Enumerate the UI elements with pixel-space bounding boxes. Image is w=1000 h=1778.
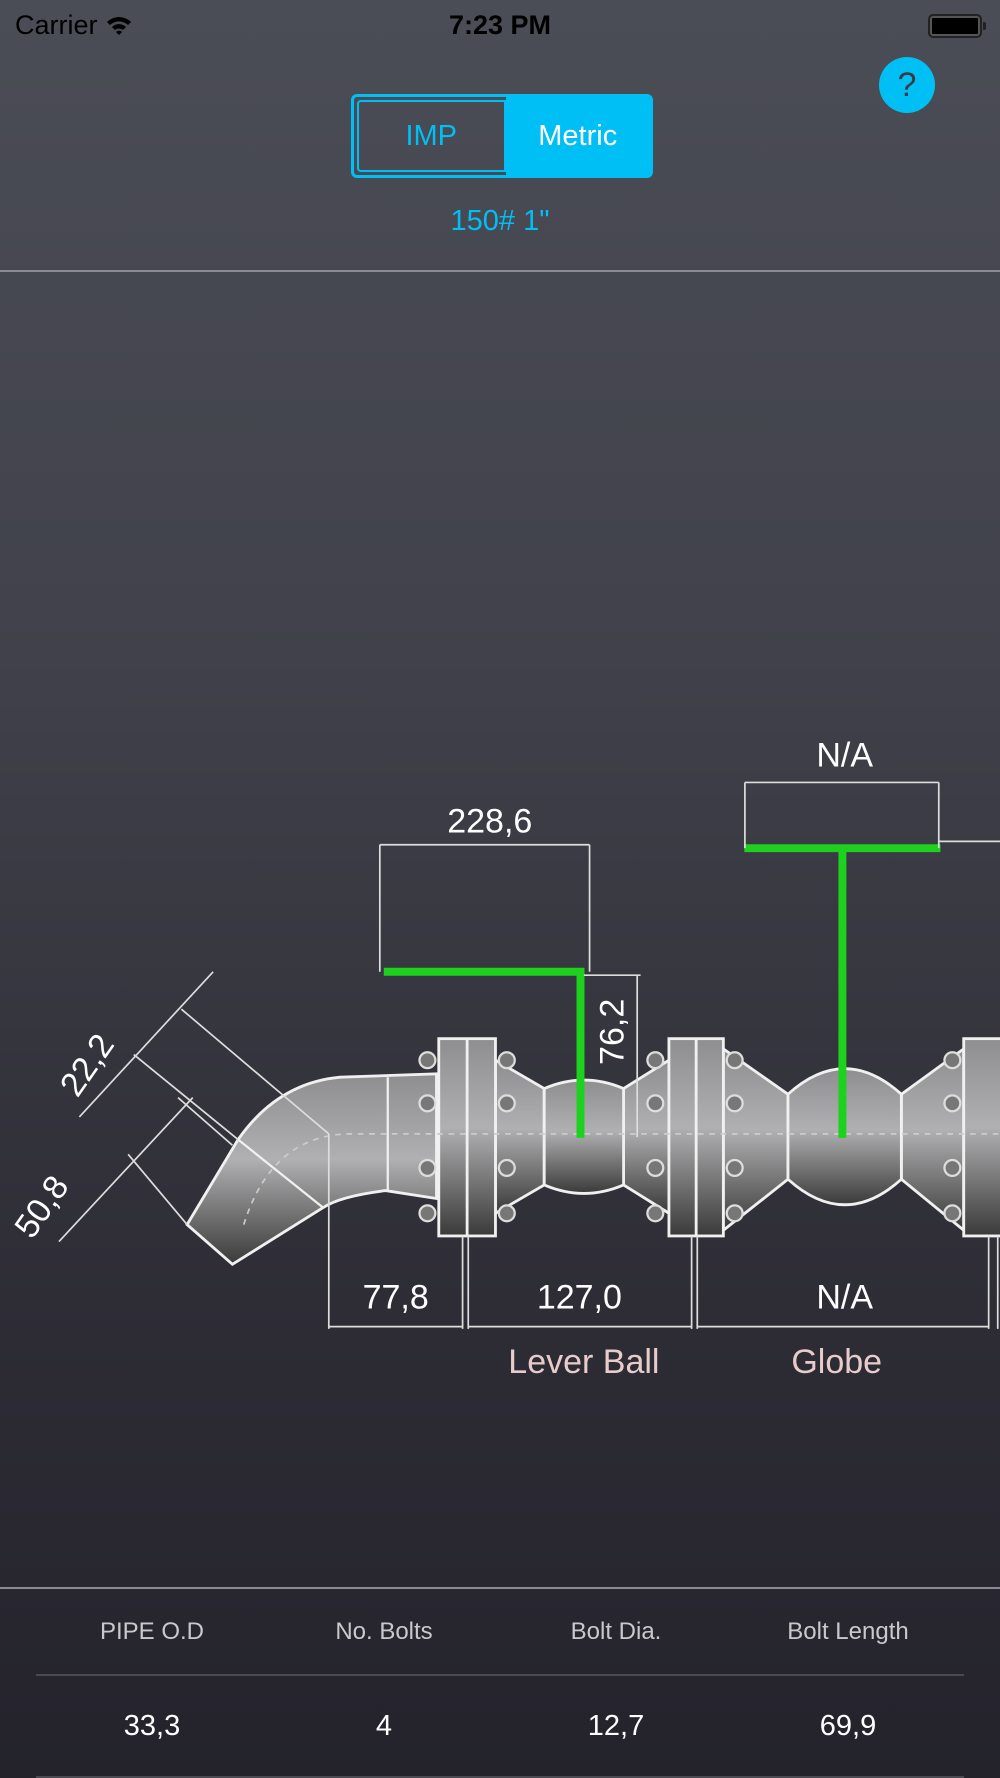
lever-ball-length-label: 127,0 [537,1279,622,1317]
carrier-text: Carrier [15,10,98,40]
bolts [418,1051,962,1223]
globe-handwheel [744,844,941,1138]
header-bolt-dia: Bolt Dia. [570,1618,662,1645]
header-bolt-length: Bolt Length [787,1618,909,1645]
flange-3 [962,1037,1000,1238]
value-no-bolts: 4 [375,1710,393,1742]
help-button[interactable]: ? [879,57,935,113]
table-header: PIPE O.D No. Bolts Bolt Dia. Bolt Length [36,1590,964,1674]
lever-handle-height-label: 76,2 [594,999,632,1065]
divider [0,270,1000,272]
value-pipe-od: 33,3 [123,1710,181,1742]
table-divider [36,1776,964,1778]
elbow-dim-1-label: 22,2 [53,1027,122,1103]
handles [383,844,941,1138]
lever-ball-name: Lever Ball [508,1343,659,1381]
lever-handle-length-label: 228,6 [447,802,532,840]
globe-handwheel-label: N/A [816,737,873,775]
centerline [242,1133,1000,1225]
status-time: 7:23 PM [448,10,552,40]
elbow-length-label: 77,8 [363,1279,429,1317]
table-divider [36,1674,964,1676]
value-bolt-dia: 12,7 [587,1710,645,1742]
carrier-label: Carrier [15,8,133,42]
lever-handle [383,967,585,1138]
globe-name: Globe [791,1343,882,1381]
battery-icon [928,14,986,38]
value-bolt-length: 69,9 [819,1710,877,1742]
elbow [185,1072,438,1267]
bolt-table: PIPE O.D No. Bolts Bolt Dia. Bolt Length… [36,1590,964,1778]
header-no-bolts: No. Bolts [335,1618,433,1645]
header-pipe-od: PIPE O.D [99,1618,205,1645]
units-segmented-control[interactable]: IMP Metric [351,94,653,178]
divider [0,1587,1000,1589]
units-option-metric[interactable]: Metric [505,97,650,175]
table-row: 33,3 4 12,7 69,9 [36,1676,964,1776]
globe-length-label: N/A [816,1279,873,1317]
size-label: 150# 1" [450,205,550,237]
wifi-icon [107,17,132,35]
dimension-lines [58,781,1000,1329]
units-option-imp[interactable]: IMP [357,100,506,172]
